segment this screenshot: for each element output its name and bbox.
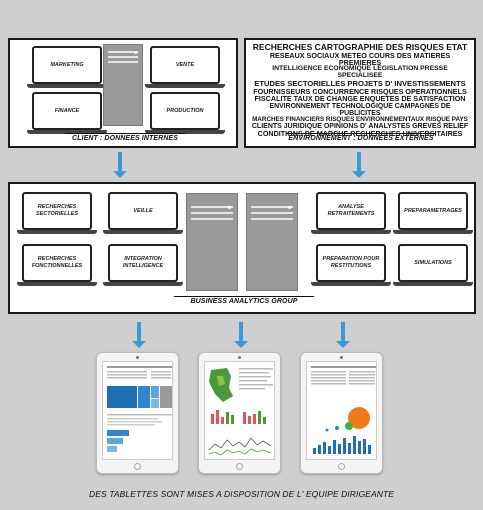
arrow-down-icon <box>352 152 366 178</box>
laptop-preparametrages: PREPARAMETRAGES <box>393 192 473 234</box>
laptop-recherches-sectorielles: RECHERCHES SECTORIELLES <box>17 192 97 234</box>
environment-caption: ENVIRONNEMENT : DONNEES EXTERNES <box>286 133 436 142</box>
arrow-down-icon <box>132 322 146 348</box>
cloud-line: INTELLIGENCE ECONOMIQUE LEGISLATION PRES… <box>272 65 448 80</box>
dashboard-screen <box>204 361 275 460</box>
cloud-line: MARCHES FINANCIERS RISQUES ENVIRONNEMENT… <box>252 115 468 123</box>
laptop-analyse-retraitements: ANALYSE RETRAITEMENTS <box>311 192 391 234</box>
arrow-down-icon <box>113 152 127 178</box>
bag-server-icon <box>246 193 298 291</box>
laptop-simulations: SIMULATIONS <box>393 244 473 286</box>
cloud-line: FOURNISSEURS CONCURRENCE RISQUES OPERATI… <box>253 86 467 96</box>
cloud-line: RECHERCHES CARTOGRAPHIE DES RISQUES ETAT <box>252 42 468 52</box>
client-server-icon <box>103 44 143 126</box>
environment-panel: RECHERCHES CARTOGRAPHIE DES RISQUES ETAT… <box>244 38 476 148</box>
tablet-dashboard-1 <box>96 352 179 474</box>
dashboard-screen <box>306 361 377 460</box>
laptop-recherches-fonctionnelles: RECHERCHES FONCTIONNELLES <box>17 244 97 286</box>
cloud-line: FISCALITE TAUX DE CHANGE ENQUETES DE SAT… <box>254 94 466 104</box>
cloud-line: CLIENTS JURIDIQUE OPINIONS D' ANALYSTES … <box>251 123 469 131</box>
cloud-line: ENVIRONNEMENT TECHNOLOGIQUE CAMPAGNES DE… <box>269 102 451 117</box>
bag-panel: RECHERCHES SECTORIELLES VEILLE RECHERCHE… <box>8 182 476 314</box>
laptop-finance: FINANCE <box>27 92 107 134</box>
keyword-cloud: RECHERCHES CARTOGRAPHIE DES RISQUES ETAT… <box>249 43 471 138</box>
laptop-preparation-restitutions: PREPARATION POUR RESTITUTIONS <box>311 244 391 286</box>
client-caption: CLIENT : DONNEES INTERNES <box>65 133 185 142</box>
laptop-vente: VENTE <box>145 46 225 88</box>
cloud-line: ETUDES SECTORIELLES PROJETS D' INVESTISS… <box>254 79 466 89</box>
client-panel: MARKETING VENTE FINANCE PRODUCTION CLIEN… <box>8 38 238 148</box>
laptop-marketing: MARKETING <box>27 46 107 88</box>
cloud-line: RESEAUX SOCIAUX METEO COURS DES MATIERES… <box>269 50 451 67</box>
dashboard-screen <box>102 361 173 460</box>
laptop-veille: VEILLE <box>103 192 183 234</box>
laptop-integration-intelligence: INTEGRATION INTELLIGENCE <box>103 244 183 286</box>
footer-caption: DES TABLETTES SONT MISES A DISPOSITION D… <box>88 489 395 499</box>
bag-server-icon <box>186 193 238 291</box>
laptop-production: PRODUCTION <box>145 92 225 134</box>
tablet-dashboard-3 <box>300 352 383 474</box>
bag-caption: BUSINESS ANALYTICS GROUP <box>174 296 314 305</box>
arrow-down-icon <box>234 322 248 348</box>
tablet-dashboard-2 <box>198 352 281 474</box>
arrow-down-icon <box>336 322 350 348</box>
